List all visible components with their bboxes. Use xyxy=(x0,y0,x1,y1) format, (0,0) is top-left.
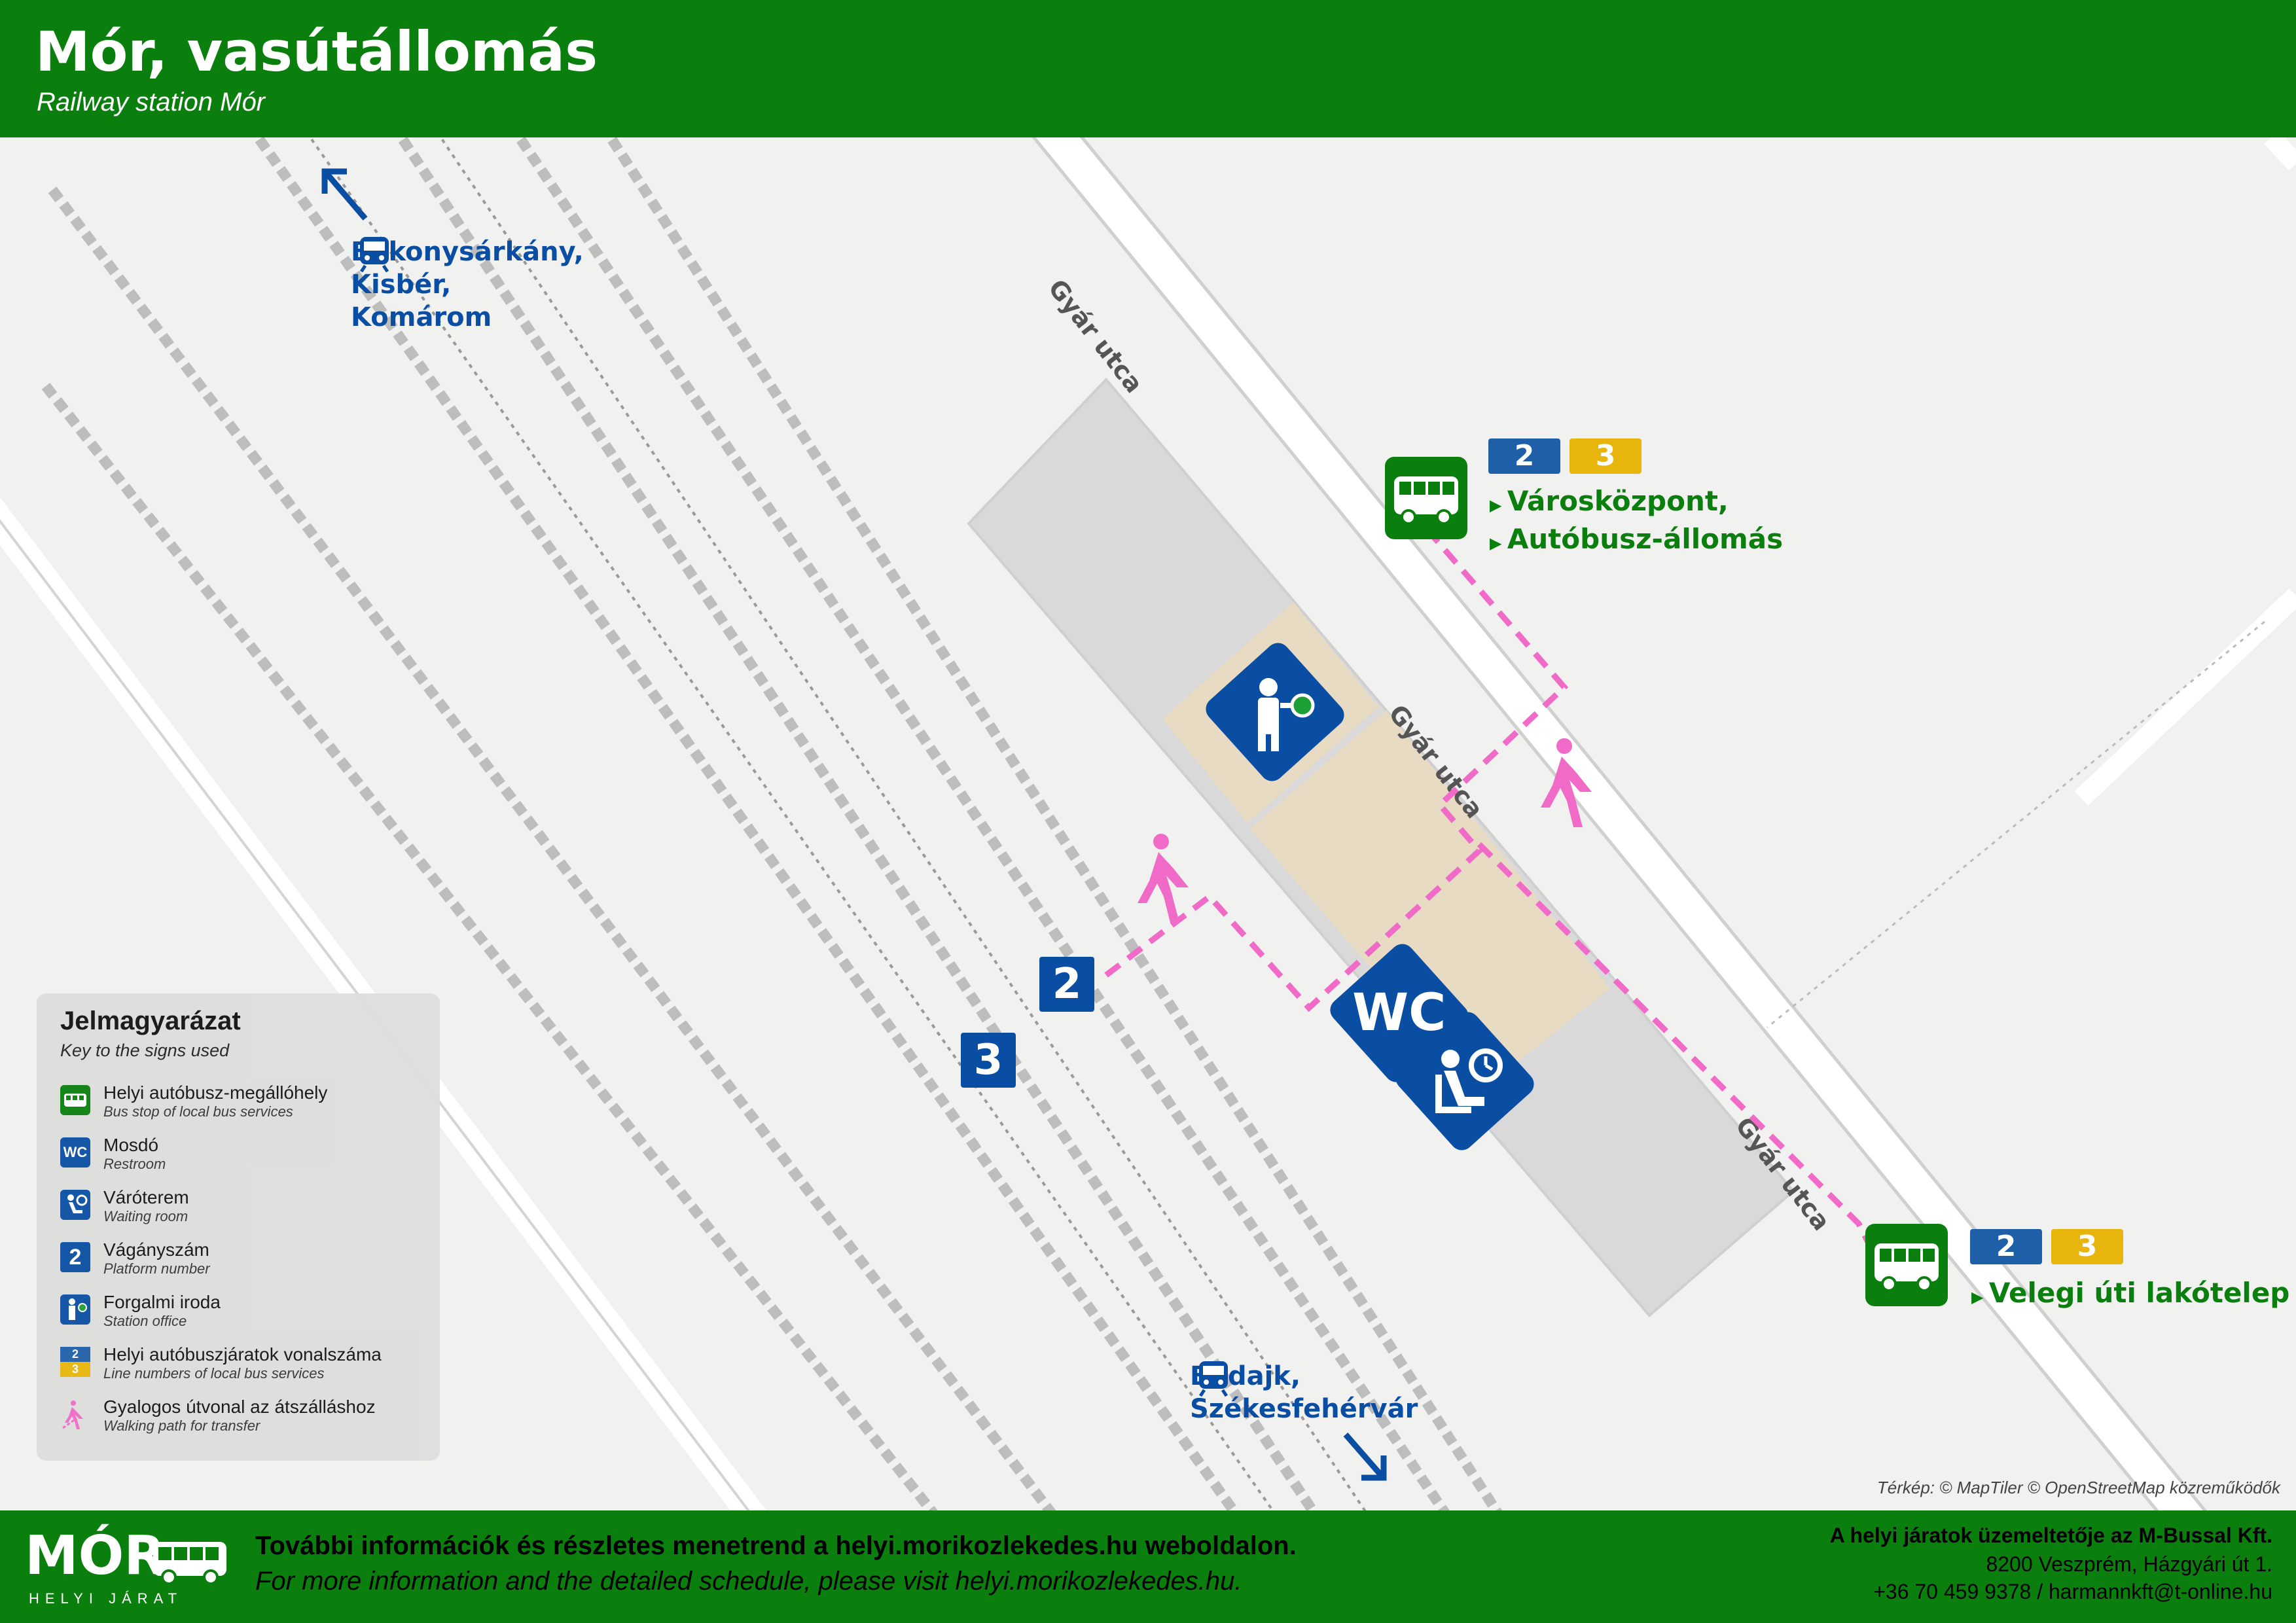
line-number-icon: 2 3 xyxy=(60,1347,90,1377)
destination-northwest: Bakonysárkány, Kisbér, Komárom xyxy=(351,237,584,332)
triangle-icon: ▶ xyxy=(1490,534,1507,552)
bus-stop-icon-velegi[interactable] xyxy=(1865,1224,1948,1306)
legend-item: Forgalmi iroda Station office xyxy=(60,1292,433,1338)
line-badge-3: 3 xyxy=(1570,438,1641,474)
station-building-south xyxy=(1250,710,1610,1093)
arrow-down-right xyxy=(1343,1433,1384,1477)
street-label-1: Gyár utca xyxy=(1043,274,1149,398)
page-subtitle: Railway station Mór xyxy=(37,88,266,116)
platform-2: 2 xyxy=(1039,957,1094,1012)
destination-southeast: Bodajk, Székesfehérvár xyxy=(1190,1361,1418,1424)
legend-item: 2 3 Helyi autóbuszjáratok vonalszáma Lin… xyxy=(60,1344,433,1390)
line-badge-2: 2 xyxy=(1488,438,1560,474)
rail-service-lines xyxy=(308,137,1367,1510)
legend-subtitle: Key to the signs used xyxy=(60,1041,230,1060)
footer-info-hu: További információk és részletes menetre… xyxy=(255,1531,1297,1560)
station-map: Gyár utca Gyár utca Gyár utca Gyár utca xyxy=(0,137,2296,1510)
walking-person-icon-2 xyxy=(1541,738,1592,827)
footer-contact: +36 70 459 9378 / harmannkft@t-online.hu xyxy=(1873,1580,2272,1603)
bus-destinations-2: ▶ Velegi úti lakótelep xyxy=(1971,1277,2290,1309)
legend-item: WC Mosdó Restroom xyxy=(60,1135,433,1181)
arrow-up-left xyxy=(325,172,368,221)
legend-item: Váróterem Waiting room xyxy=(60,1187,433,1233)
platform-number-icon: 2 xyxy=(60,1242,90,1272)
map-credit: Térkép: © MapTiler © OpenStreetMap közre… xyxy=(1876,1478,2280,1497)
legend-item: 2 Vágányszám Platform number xyxy=(60,1240,433,1285)
gyar-utca-road xyxy=(1035,137,2203,1510)
railway-tracks xyxy=(41,137,1503,1510)
walking-person-icon xyxy=(1138,834,1189,923)
page-title: Mór, vasútállomás xyxy=(35,20,598,84)
waiting-room-icon-legend xyxy=(60,1190,90,1220)
legend-title: Jelmagyarázat xyxy=(60,1007,241,1035)
footer-operator: A helyi járatok üzemeltetője az M-Bussal… xyxy=(1829,1524,2272,1547)
train-icon xyxy=(359,237,389,272)
footer-bar xyxy=(0,1510,2296,1623)
platform-3: 3 xyxy=(961,1033,1016,1088)
walking-path-icon xyxy=(62,1400,83,1429)
footer-address: 8200 Veszprém, Házgyári út 1. xyxy=(1986,1552,2272,1576)
waiting-room-icon xyxy=(1391,1007,1539,1155)
line-badge-3b: 3 xyxy=(2051,1229,2123,1264)
legend-panel: Jelmagyarázat Key to the signs used Hely… xyxy=(37,993,440,1461)
bus-logo-icon xyxy=(153,1542,226,1585)
bus-destinations-1: ▶ Városközpont, ▶ Autóbusz-állomás xyxy=(1490,485,1784,555)
header-bar: Mór, vasútállomás Railway station Mór xyxy=(0,0,2296,137)
train-icon-2 xyxy=(1198,1361,1229,1397)
legend-item: Helyi autóbusz-megállóhely Bus stop of l… xyxy=(60,1082,433,1128)
footer-info-en: For more information and the detailed sc… xyxy=(255,1567,1242,1596)
bus-stop-icon-city-center[interactable] xyxy=(1385,457,1467,539)
bus-stop-icon xyxy=(60,1085,90,1115)
station-office-icon-legend xyxy=(60,1294,90,1325)
triangle-icon: ▶ xyxy=(1971,1288,1989,1306)
line-badge-2b: 2 xyxy=(1970,1229,2042,1264)
legend-item: Gyalogos útvonal az átszálláshoz Walking… xyxy=(60,1397,433,1442)
wc-icon-legend: WC xyxy=(60,1137,90,1168)
station-office-icon xyxy=(1201,638,1349,786)
triangle-icon: ▶ xyxy=(1490,496,1507,514)
